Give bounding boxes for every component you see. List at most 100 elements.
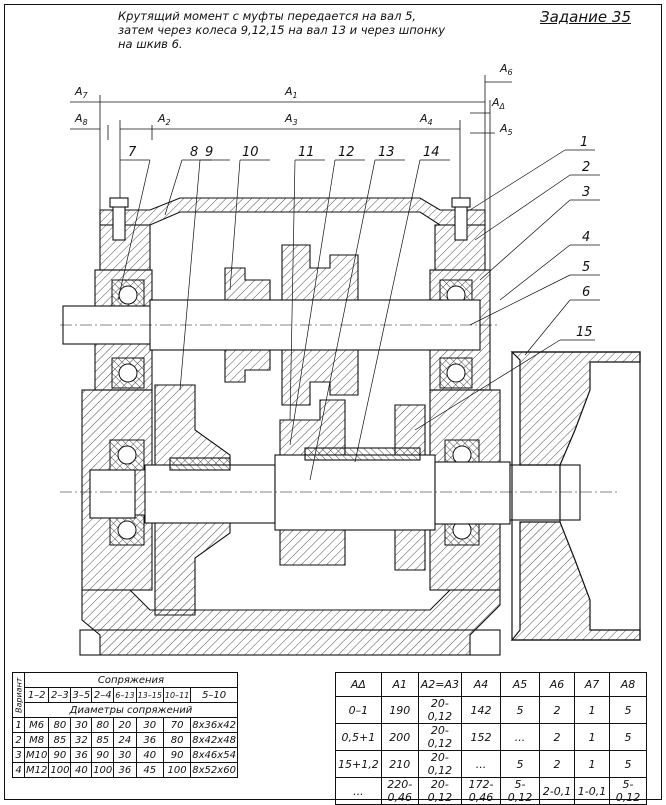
- dim-a5: A5: [500, 122, 513, 138]
- cell: 85: [48, 732, 72, 748]
- cell: 142: [460, 696, 501, 724]
- fits-title: Сопряжения: [24, 672, 238, 688]
- cell: 20-0,12: [417, 750, 462, 778]
- cell: 85: [91, 732, 115, 748]
- cell: 4: [12, 762, 25, 778]
- cell: М12: [23, 762, 50, 778]
- cell: 200: [380, 723, 419, 751]
- col-header: A7: [573, 672, 610, 697]
- cell: 36: [70, 747, 93, 763]
- cell: 20: [113, 717, 137, 733]
- part-label-10: 10: [242, 145, 259, 160]
- cell: 45: [135, 762, 164, 778]
- col-header: A1: [380, 672, 419, 697]
- task-description: Крутящий момент с муфты передается на ва…: [118, 9, 488, 51]
- cell: 5-0,12: [608, 777, 647, 805]
- cell: 172-0,46: [460, 777, 501, 805]
- cell: 36: [113, 762, 137, 778]
- cell: ...: [499, 723, 540, 751]
- table-header-row: AΔ A1 A2=A3 A4 A5 A6 A7 A8: [335, 672, 647, 697]
- cell: 3: [12, 747, 25, 763]
- cell: 8x42x48: [190, 732, 238, 748]
- cell: 90: [91, 747, 115, 763]
- part-label-3: 3: [582, 185, 591, 200]
- cell: 2: [12, 732, 25, 748]
- dim-a7: A7: [75, 85, 88, 101]
- fits-col: 6–13: [113, 687, 137, 703]
- fits-col: 13–15: [135, 687, 164, 703]
- cell: 20-0,12: [417, 723, 462, 751]
- cell: 190: [380, 696, 419, 724]
- part-label-2: 2: [582, 160, 591, 175]
- part-label-4: 4: [582, 230, 591, 245]
- fits-col: 10–11: [162, 687, 192, 703]
- cell: 90: [162, 747, 192, 763]
- cell: 20-0,12: [417, 777, 462, 805]
- dim-a4: A4: [420, 112, 433, 128]
- cell: 0–1: [335, 696, 382, 724]
- cell: 100: [48, 762, 72, 778]
- variant-header: Вариант: [12, 672, 25, 718]
- cell: ...: [460, 750, 501, 778]
- cell: 100: [91, 762, 115, 778]
- task-line: на шкив 6.: [118, 37, 183, 51]
- cell: 30: [135, 717, 164, 733]
- task-line: затем через колеса 9,12,15 на вал 13 и ч…: [118, 23, 446, 37]
- cell: 36: [135, 732, 164, 748]
- cell: 1-0,1: [573, 777, 610, 805]
- cell: ...: [335, 777, 382, 805]
- part-label-5: 5: [582, 260, 591, 275]
- fits-col: 3–5: [70, 687, 93, 703]
- cell: 220-0,46: [380, 777, 419, 805]
- fits-col: 5–10: [190, 687, 238, 703]
- cell: 5: [499, 750, 540, 778]
- col-header: A8: [608, 672, 647, 697]
- cell: 2-0,1: [538, 777, 575, 805]
- dim-a2: A2: [158, 112, 171, 128]
- cell: 20-0,12: [417, 696, 462, 724]
- dim-a6: A6: [500, 62, 513, 78]
- cell: 24: [113, 732, 137, 748]
- cell: 0,5+1: [335, 723, 382, 751]
- cell: 70: [162, 717, 192, 733]
- cell: 30: [70, 717, 93, 733]
- fits-subtitle: Диаметры сопряжений: [24, 702, 238, 718]
- dim-a-delta: AΔ: [492, 96, 506, 112]
- part-label-15: 15: [576, 325, 593, 340]
- part-label-8: 8: [190, 145, 199, 160]
- cell: 80: [48, 717, 72, 733]
- cell: М8: [23, 732, 50, 748]
- task-title: Задание 35: [540, 8, 632, 26]
- dim-a1: A1: [285, 85, 298, 101]
- shaft-lower: [60, 384, 620, 616]
- part-label-12: 12: [338, 145, 355, 160]
- cell: 32: [70, 732, 93, 748]
- part-label-11: 11: [298, 145, 315, 160]
- part-label-9: 9: [205, 145, 214, 160]
- cell: 1: [12, 717, 25, 733]
- cell: 1: [573, 750, 610, 778]
- fits-table: Вариант Сопряжения 1–2 2–3 3–5 2–4 6–13 …: [12, 672, 238, 778]
- fits-col: 2–4: [91, 687, 115, 703]
- fits-col: 2–3: [48, 687, 72, 703]
- cell: 2: [538, 750, 575, 778]
- dim-a8: A8: [75, 112, 88, 128]
- part-label-13: 13: [378, 145, 395, 160]
- cell: 100: [162, 762, 192, 778]
- cell: 8x46x54: [190, 747, 238, 763]
- task-line: Крутящий момент с муфты передается на ва…: [118, 9, 417, 23]
- cell: 30: [113, 747, 137, 763]
- cell: 5: [499, 696, 540, 724]
- col-header: A5: [499, 672, 540, 697]
- cell: 90: [48, 747, 72, 763]
- leader-lines: [117, 149, 600, 481]
- cell: 152: [460, 723, 501, 751]
- part-label-14: 14: [423, 145, 440, 160]
